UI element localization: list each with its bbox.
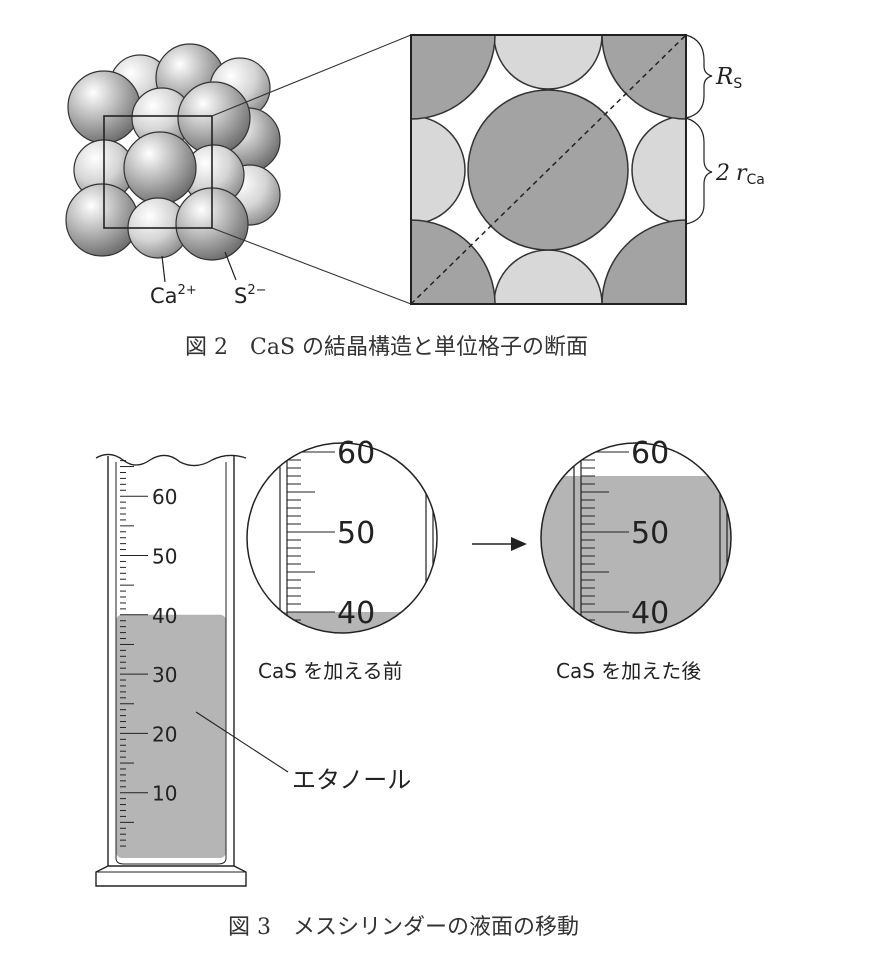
cylinder-tick-label: 60	[152, 485, 177, 509]
ion-label-ca: Ca2+	[150, 283, 197, 308]
cylinder-tick-label: 50	[152, 545, 177, 569]
pointer-ca	[161, 255, 166, 283]
diagonal-dashed	[410, 34, 687, 305]
magnifier-tick-label: 60	[337, 436, 375, 471]
magnifier-tick-label: 50	[631, 516, 669, 551]
cylinder-ticks	[120, 460, 148, 847]
projection-line-top	[211, 34, 412, 117]
figure-2-caption: 図 2 CaS の結晶構造と単位格子の断面	[185, 335, 588, 360]
brace-rca	[685, 117, 713, 225]
projection-line-bottom	[211, 227, 412, 305]
cylinder-tick-label: 20	[152, 722, 177, 746]
cylinder-tick-labels: 60 50 40 30 20 10	[152, 485, 177, 806]
cylinder-tick-label: 40	[152, 604, 177, 628]
liquid-after	[541, 476, 731, 633]
cylinder-tick-label: 10	[152, 782, 177, 806]
arrow-right-icon	[472, 537, 527, 551]
magnifier-before: 60 50 40	[246, 436, 438, 634]
brace-rs	[685, 34, 713, 119]
cylinder-liquid	[116, 614, 226, 858]
crystal-structure-3d	[65, 43, 281, 261]
ion-label-s: S2−	[234, 283, 267, 308]
unit-cell-frame	[410, 34, 687, 305]
pointer-ethanol	[195, 711, 289, 773]
magnifier-tick-label: 40	[631, 596, 669, 631]
magnifier-tick-label: 40	[337, 596, 375, 631]
cylinder-tick-label: 30	[152, 663, 177, 687]
label-rs: RS	[715, 64, 742, 92]
magnifier-after: 60 50 40	[540, 436, 732, 634]
label-ethanol: エタノール	[292, 766, 411, 794]
caption-before: CaS を加える前	[258, 659, 403, 683]
graduated-cylinder	[95, 453, 247, 887]
caption-after: CaS を加えた後	[556, 659, 701, 683]
magnifier-tick-label: 60	[631, 436, 669, 471]
unit-cell-section-outline	[103, 115, 213, 229]
magnifier-tick-label: 50	[337, 516, 375, 551]
figure-3-caption: 図 3 メスシリンダーの液面の移動	[228, 915, 579, 940]
pointer-s	[224, 251, 237, 281]
